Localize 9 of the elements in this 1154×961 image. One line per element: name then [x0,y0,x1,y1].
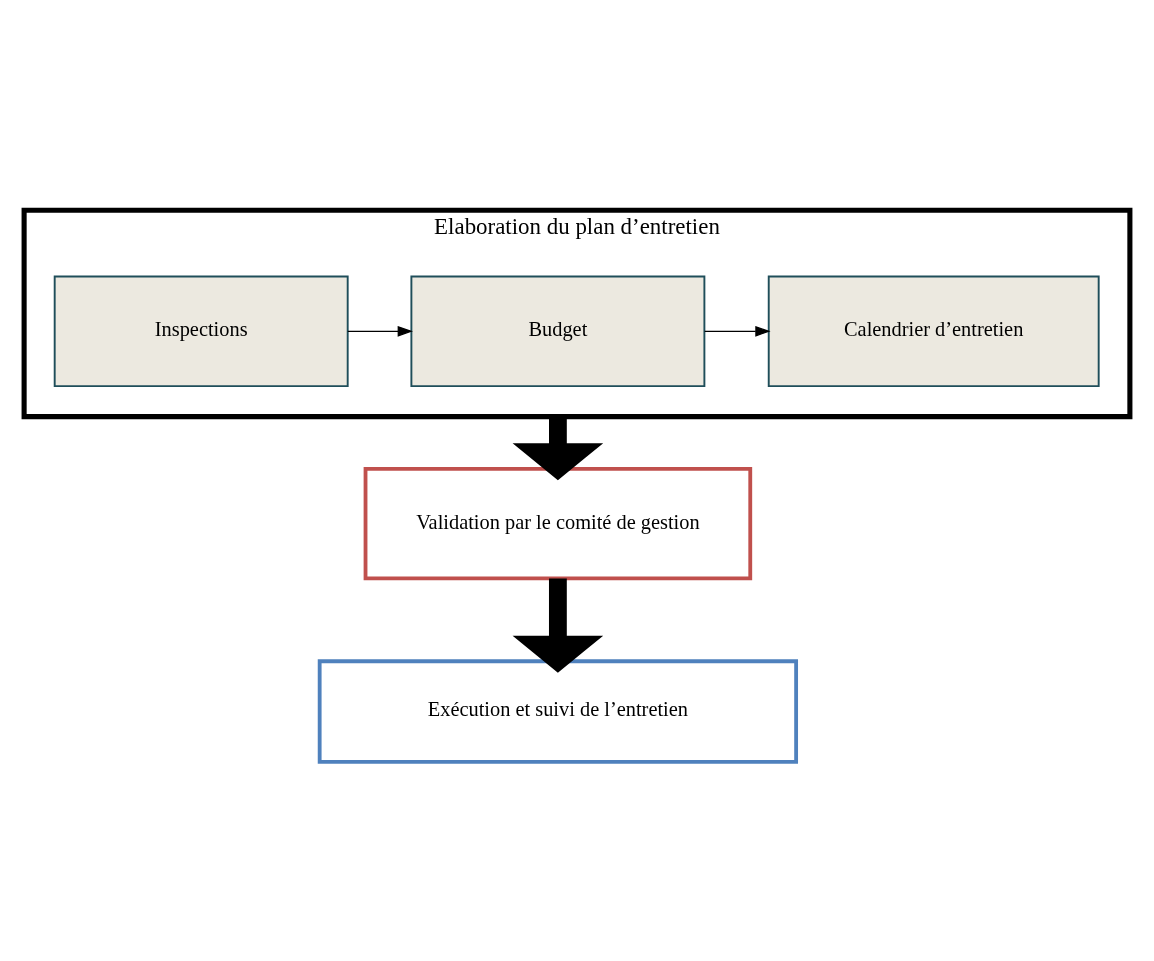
arrow [512,416,604,480]
arrow [347,325,413,337]
arrow [512,578,604,673]
node-box: Calendrier d’entretien [767,275,1100,387]
node-box: Inspections [53,275,349,387]
node-box: Budget [410,275,706,387]
node-box: Exécution et suivi de l’entretien [317,658,799,764]
node-box: Validation par le comité de gestion [363,466,753,580]
arrow [704,325,771,337]
